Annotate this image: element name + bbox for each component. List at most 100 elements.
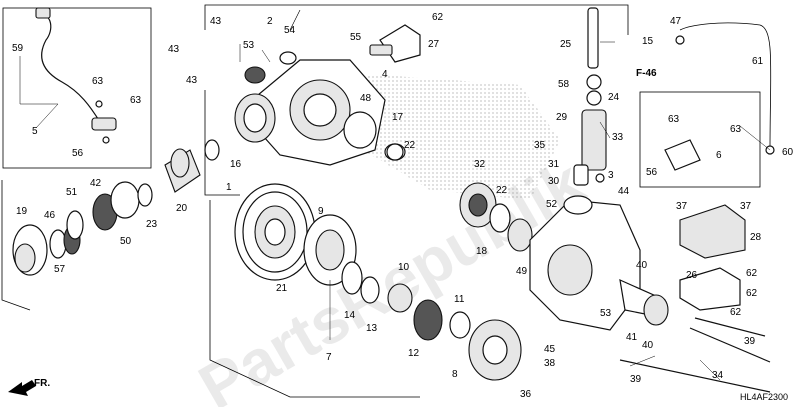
callout-63: 63 [92,76,104,87]
callout-16: 16 [230,159,242,170]
final-gear-case [529,195,669,331]
front-direction-arrow [8,380,36,396]
ring-gear [234,183,357,286]
callout-40: 40 [642,340,654,351]
callout-42: 42 [90,178,102,189]
callout-60: 60 [782,147,794,158]
callout-58: 58 [558,79,570,90]
gear-case-cover [234,51,406,166]
bracket-group-box [639,91,761,188]
callout-50: 50 [120,236,132,247]
seal-bearing-parts [386,143,533,252]
callout-4: 4 [382,69,388,80]
speed-sensor-wire [35,7,117,144]
callout-62: 62 [730,307,742,318]
breather-cap [369,24,421,63]
pinion-parts [12,139,220,276]
callout-15: 15 [642,36,654,47]
callout-27: 27 [428,39,440,50]
callout-48: 48 [360,93,372,104]
callout-43: 43 [186,75,198,86]
callout-34: 34 [712,370,724,381]
callout-56: 56 [646,167,658,178]
callout-40: 40 [636,260,648,271]
callout-36: 36 [520,389,532,400]
differential-parts [341,261,522,381]
callout-7: 7 [326,352,332,363]
reference-label: F-46 [636,68,657,79]
callout-51: 51 [66,187,78,198]
callout-39: 39 [630,374,642,385]
outer-frame-left [1,180,31,311]
callout-12: 12 [408,348,420,359]
callout-43: 43 [168,44,180,55]
callout-61: 61 [752,56,764,67]
callout-38: 38 [544,358,556,369]
callout-14: 14 [344,310,356,321]
callout-31: 31 [548,159,560,170]
callout-46: 46 [44,210,56,221]
diagram-code: HL4AF2300 [740,392,788,402]
callout-59: 59 [12,43,24,54]
housing-group-frame [204,4,629,35]
callout-63: 63 [730,124,742,135]
mount-bracket [679,204,746,311]
callout-33: 33 [612,132,624,143]
callout-53: 53 [600,308,612,319]
callout-8: 8 [452,369,458,380]
callout-22: 22 [404,140,416,151]
lower-group-frame [209,200,420,398]
callout-55: 55 [350,32,362,43]
callouts: 59 5 63 63 56 43 43 43 2 53 54 55 62 27 … [12,12,794,400]
callout-3: 3 [608,170,614,181]
callout-45: 45 [544,344,556,355]
callout-52: 52 [546,199,558,210]
callout-53: 53 [243,40,255,51]
callout-57: 57 [54,264,66,275]
long-bolts [619,317,771,393]
callout-29: 29 [556,112,568,123]
callout-32: 32 [474,159,486,170]
callout-44: 44 [618,186,630,197]
callout-63: 63 [668,114,680,125]
callout-28: 28 [750,232,762,243]
callout-11: 11 [454,294,465,305]
callout-20: 20 [176,203,188,214]
leader-lines [19,9,771,381]
callout-39: 39 [744,336,756,347]
shift-linkage [573,7,607,186]
callout-17: 17 [392,112,404,123]
callout-63: 63 [130,95,142,106]
callout-13: 13 [366,323,378,334]
callout-6: 6 [716,150,722,161]
callout-49: 49 [516,266,528,277]
front-label: FR. [34,378,50,389]
callout-5: 5 [32,126,38,137]
callout-2: 2 [267,16,273,27]
callout-19: 19 [16,206,28,217]
callout-10: 10 [398,262,410,273]
callout-25: 25 [560,39,572,50]
callout-30: 30 [548,176,560,187]
callout-41: 41 [626,332,638,343]
callout-37: 37 [676,201,688,212]
callout-62: 62 [746,288,758,299]
callout-54: 54 [284,25,296,36]
callout-26: 26 [686,270,698,281]
housing-group-frame-left [204,90,240,196]
callout-23: 23 [146,219,158,230]
callout-43: 43 [210,16,222,27]
callout-22: 22 [496,185,508,196]
callout-47: 47 [670,16,682,27]
callout-37: 37 [740,201,752,212]
callout-35: 35 [534,140,546,151]
callout-62: 62 [746,268,758,279]
callout-56: 56 [72,148,84,159]
sensor-group-box [2,7,152,169]
right-sensor-assembly [664,22,775,171]
callout-62: 62 [432,12,444,23]
callout-9: 9 [318,206,324,217]
callout-21: 21 [276,283,288,294]
callout-18: 18 [476,246,488,257]
